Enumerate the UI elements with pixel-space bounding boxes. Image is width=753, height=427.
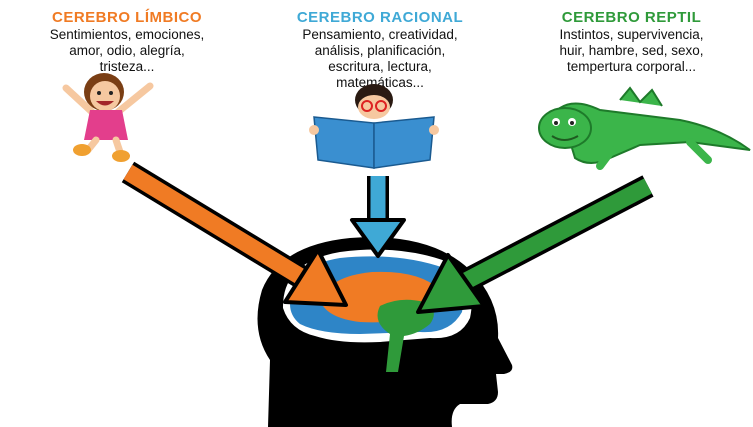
limbic-brain-description: Sentimientos, emociones, amor, odio, ale… (49, 27, 205, 74)
rational-brain-title: CEREBRO RACIONAL (296, 9, 464, 26)
reptilian-brain-column: CEREBRO REPTIL Instintos, supervivencia,… (510, 8, 753, 75)
limbic-brain-title: CEREBRO LÍMBICO (52, 9, 202, 26)
limbic-brain-column: CEREBRO LÍMBICO Sentimientos, emociones,… (2, 8, 252, 75)
rational-brain-description: Pensamiento, creatividad, análisis, plan… (302, 27, 458, 90)
rational-arrow (350, 176, 406, 258)
green-crocodile-icon (538, 86, 751, 170)
boy-reading-book-icon (309, 84, 439, 169)
reptilian-brain-description: Instintos, supervivencia, huir, hambre, … (559, 27, 704, 74)
limbic-arrow (121, 161, 348, 307)
happy-girl-jumping-icon (62, 73, 154, 162)
reptilian-arrow (416, 175, 654, 314)
reptilian-brain-title: CEREBRO REPTIL (561, 9, 702, 26)
rational-brain-column: CEREBRO RACIONAL Pensamiento, creativida… (255, 8, 505, 91)
